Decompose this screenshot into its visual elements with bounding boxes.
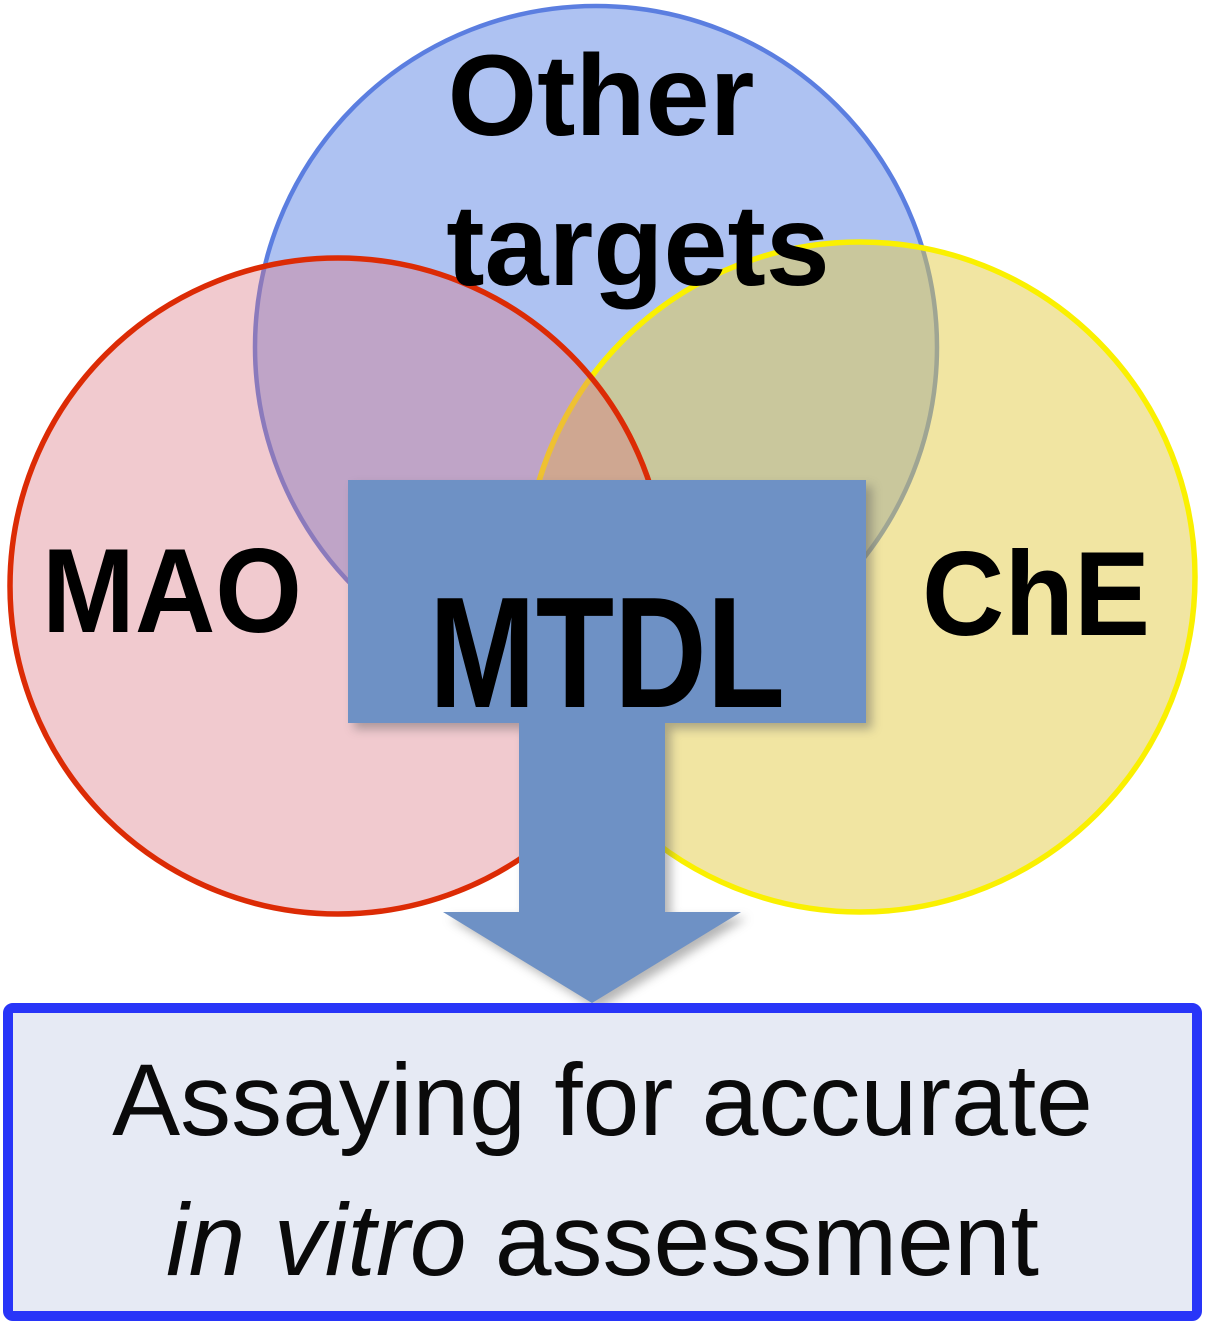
outcome-box-text: Assaying for accurate in vitro assessmen… [3, 1030, 1202, 1310]
mtdl-label: MTDL [429, 565, 785, 741]
outcome-box [3, 1003, 1202, 1321]
mtdl-down-arrow [348, 480, 866, 1003]
outcome-line-2-italic: in vitro [166, 1183, 467, 1297]
mao-label: MAO [42, 524, 302, 658]
outcome-line-2: in vitro assessment [3, 1170, 1202, 1310]
outcome-line-2-rest: assessment [466, 1183, 1039, 1297]
other-targets-label-line1: Other [448, 32, 755, 160]
outcome-line-1: Assaying for accurate [112, 1043, 1093, 1157]
che-label: ChE [922, 527, 1150, 661]
other-targets-label-line2: targets [446, 182, 829, 310]
